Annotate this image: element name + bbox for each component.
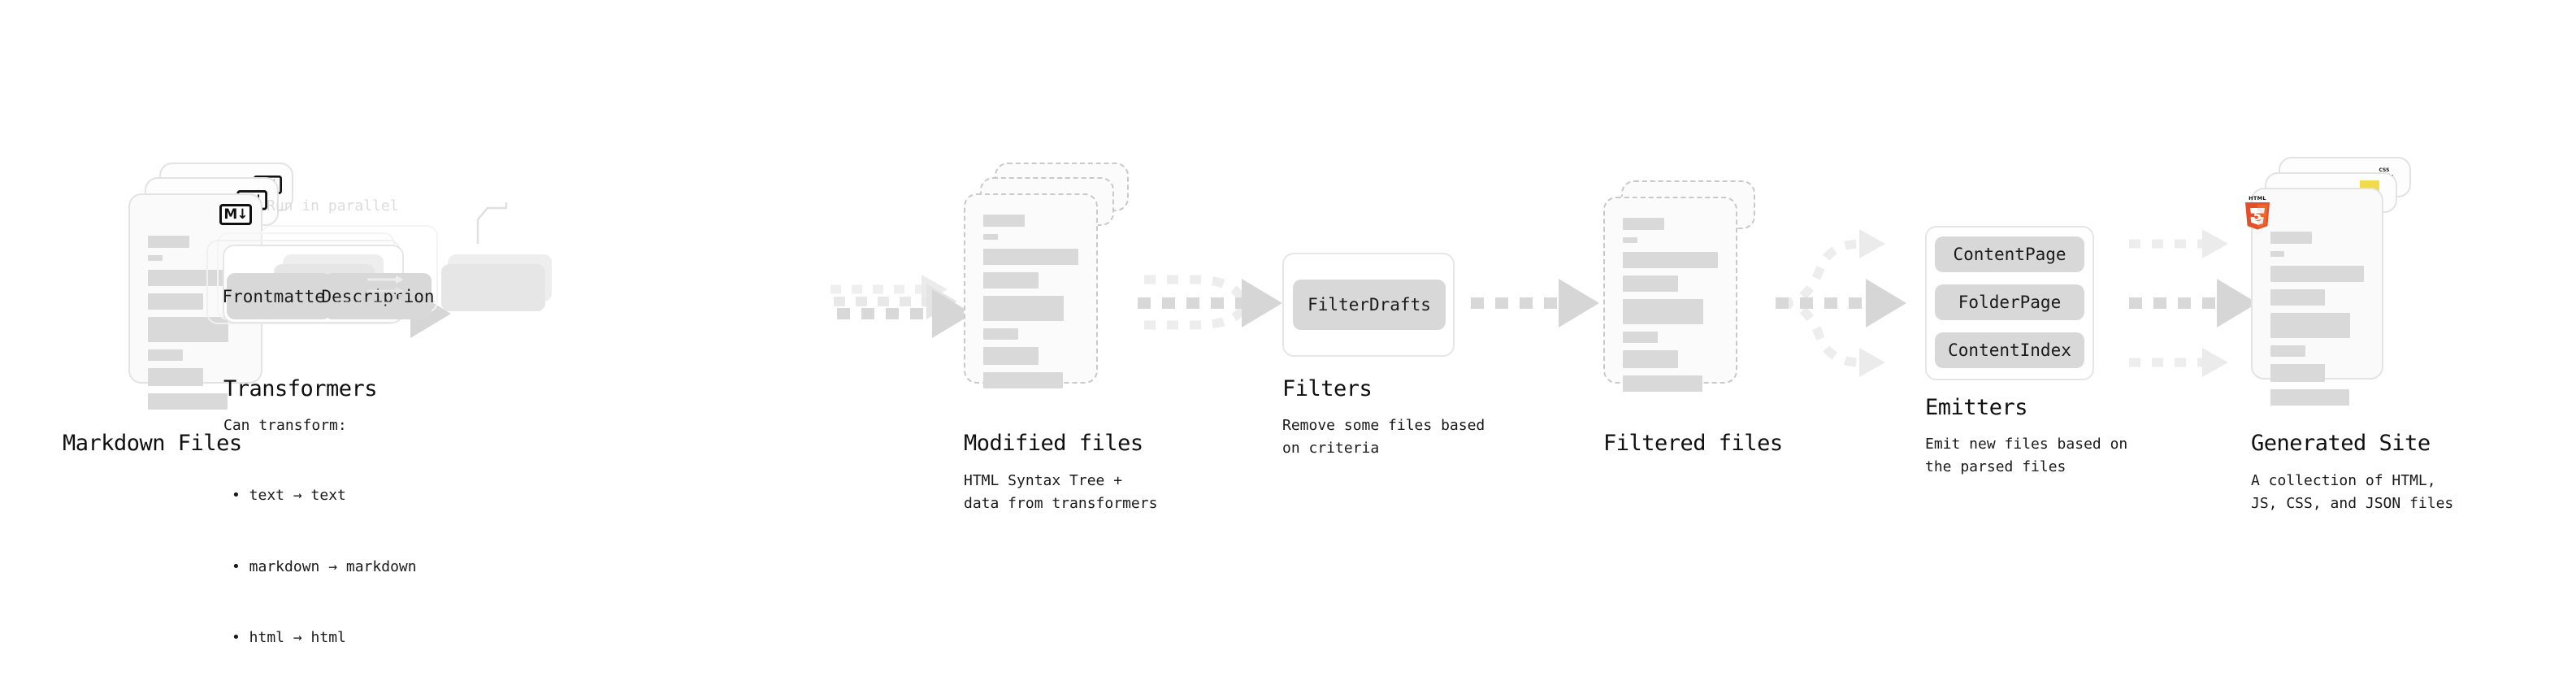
content-line [148,368,203,386]
emitter-chip-contentpage[interactable]: ContentPage [1935,236,2084,272]
transformer-bullet: • text → text [232,487,346,505]
content-line [2270,364,2325,382]
markdown-icon: M↓ [219,204,252,225]
content-line [148,293,203,310]
site-card-html: HTML 5 [2245,188,2383,406]
arrow-transformers-to-modified [830,275,973,338]
content-line [2270,232,2312,244]
content-line [2270,389,2349,406]
filters-title: Filters [1282,376,1373,401]
content-line [2270,313,2350,338]
transformer-chip-description[interactable]: Description [321,273,435,319]
markdown-files-title: Markdown Files [63,431,242,456]
content-line [1623,375,1703,392]
filters-caption: Remove some files based on criteria [1282,417,1485,457]
content-line [983,296,1065,321]
html5-icon-label: HTML [2249,195,2266,202]
modified-content-lines [983,215,1078,396]
content-line [1623,252,1718,268]
content-line [2270,251,2285,257]
content-line [983,234,998,240]
transformers-bullets: • text → text • markdown → markdown • ht… [232,436,417,681]
transformers-caption: Can transform: [223,417,347,434]
run-in-parallel-label: Run in parallel [267,197,399,215]
transformer-bullet: • markdown → markdown [232,557,417,575]
arrow-filters-to-filtered [1471,279,1599,327]
modified-files-title: Modified files [964,431,1143,456]
arrow-filtered-to-emitters [1776,229,1906,377]
content-line [148,236,190,248]
content-line [148,255,163,261]
filter-chip-filterdrafts[interactable]: FilterDrafts [1293,280,1446,330]
content-line [983,347,1039,365]
emitter-chip-contentindex[interactable]: ContentIndex [1935,332,2084,368]
content-line [1623,275,1678,292]
content-line [148,270,243,286]
modified-card-front [964,193,1098,388]
transformer-chip-frontmatter[interactable]: Frontmatter [222,273,336,319]
transformers-title: Transformers [223,376,378,401]
content-line [983,328,1019,340]
generated-site-title: Generated Site [2251,431,2431,456]
content-line [148,393,228,410]
run-in-parallel-leader [476,202,508,244]
filtered-card-front [1603,197,1737,392]
content-line [148,349,184,361]
emitter-chip-folderpage[interactable]: FolderPage [1935,284,2084,320]
generated-site-caption: A collection of HTML, JS, CSS, and JSON … [2251,472,2454,512]
content-line [983,249,1078,265]
content-line [983,272,1039,288]
content-line [2270,289,2325,306]
content-line [1623,237,1637,243]
filtered-content-lines [1623,218,1718,399]
content-line [983,372,1064,388]
content-line [1623,350,1678,368]
modified-files-caption: HTML Syntax Tree + data from transformer… [964,472,1158,512]
content-line [1623,299,1704,324]
emitters-caption: Emit new files based on the parsed files [1925,436,2128,475]
content-line [983,215,1026,227]
emitters-title: Emitters [1925,395,2028,420]
arrow-modified-to-filters [1138,275,1282,330]
site-content-lines [2270,232,2364,413]
content-line [2270,266,2364,282]
content-line [2270,345,2305,357]
html5-icon-digit: 5 [2253,209,2262,223]
html5-icon: HTML 5 [2244,195,2270,230]
arrow-emitters-to-site [2129,229,2257,377]
content-line [1623,332,1659,343]
transformer-bullet: • html → html [232,629,346,647]
transformer-chip-ghost-3: x [441,264,545,311]
content-line [1623,218,1665,230]
filtered-files-title: Filtered files [1603,431,1783,456]
